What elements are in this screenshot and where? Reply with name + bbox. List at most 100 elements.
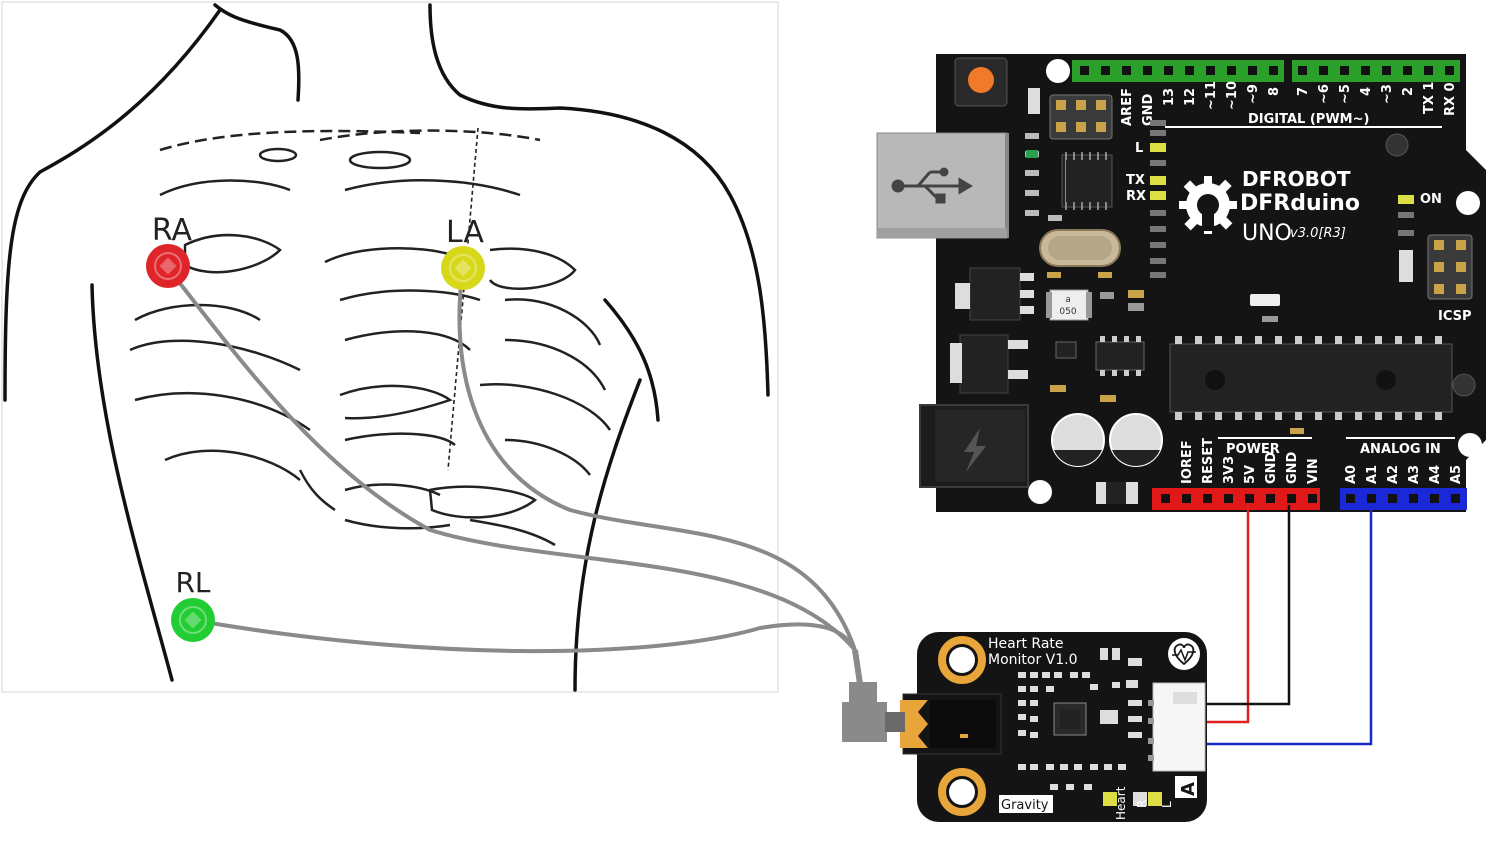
power-section-label: POWER (1226, 442, 1280, 457)
lead-wire-ra (166, 266, 857, 652)
pin-label-a1: A1 (1365, 465, 1380, 484)
electrode-rl-label: RL (175, 566, 210, 599)
digital-header-left (1072, 60, 1284, 82)
sensor-mounting-hole (938, 636, 986, 684)
electrode-ra-label: RA (152, 213, 193, 248)
sensor-title-line2: Monitor V1.0 (988, 652, 1078, 668)
pin-label-aref: AREF (1120, 88, 1135, 126)
analog-section-label: ANALOG IN (1360, 442, 1441, 457)
electrode-rl-pad (171, 598, 215, 642)
sensor-type-marker: A (1178, 782, 1199, 796)
led-r-label: R (1135, 800, 1149, 808)
pin-label-3: ~3 (1380, 84, 1395, 104)
pin-label-10: ~10 (1225, 81, 1240, 110)
electrode-ra: RA (146, 213, 193, 288)
heart-logo-icon (1168, 638, 1200, 670)
electrode-plug (842, 702, 887, 742)
pin-label-2: 2 (1401, 87, 1416, 96)
dfrobot-gear-icon (1179, 176, 1237, 234)
pin-label-13: 13 (1162, 88, 1177, 106)
pin-label-vin: VIN (1306, 458, 1321, 484)
voltage-regulator (969, 267, 1021, 321)
pin-label-reset: RESET (1201, 438, 1216, 484)
mounting-hole (1028, 480, 1052, 504)
electrode-rl: RL (171, 566, 215, 642)
pin-label-5: ~5 (1338, 84, 1353, 104)
led-rx-label: RX (1126, 189, 1146, 204)
wire-5v (1205, 505, 1250, 724)
led-tx-label: TX (1126, 173, 1145, 188)
analog-pin-labels: A0 A1 A2 A3 A4 A5 (1344, 465, 1464, 484)
connection-wires (1205, 505, 1373, 746)
icsp-header (1427, 234, 1473, 300)
mounting-hole (1458, 433, 1482, 457)
variant-name: UNO (1242, 221, 1292, 246)
pin-label-a5: A5 (1449, 465, 1464, 484)
pin-label-gnd: GND (1141, 93, 1156, 126)
pin-label-gnd-1: GND (1264, 451, 1279, 484)
pin-label-9: ~9 (1246, 84, 1261, 104)
lead-wire-plug-stem (852, 649, 863, 685)
wire-gnd (1205, 505, 1291, 706)
pin-label-11: ~11 (1204, 81, 1219, 110)
reset-button-cap (968, 67, 994, 93)
electrode-la-label: LA (446, 215, 484, 250)
pin-label-a0: A0 (1344, 465, 1359, 484)
pin-label-5v: 5V (1243, 465, 1258, 484)
pin-label-a3: A3 (1407, 465, 1422, 484)
digital-pin-labels: AREF GND 13 12 ~11 ~10 ~9 8 7 ~6 ~5 4 ~3… (1120, 81, 1458, 126)
pin-label-gnd-2: GND (1285, 451, 1300, 484)
power-regulator (959, 334, 1009, 394)
pin-label-12: 12 (1183, 88, 1198, 106)
digital-section-label: DIGITAL (PWM~) (1248, 112, 1369, 127)
wire-a1 (1205, 505, 1373, 746)
resonator-marking-1: a (1065, 295, 1071, 305)
model-name: DFRduino (1240, 191, 1360, 216)
usb-icon (891, 167, 973, 204)
board-version: v3.0[R3] (1290, 226, 1346, 241)
pin-label-tx1: TX 1 (1422, 82, 1437, 114)
led-l-label: L (1135, 141, 1143, 156)
jack-contact (900, 700, 928, 748)
power-bolt-icon (964, 428, 986, 472)
capacitors (1051, 413, 1163, 467)
arduino-board: AREF GND 13 12 ~11 ~10 ~9 8 7 ~6 ~5 4 ~3… (876, 54, 1486, 512)
chest-frame (1, 1, 779, 693)
led-l-sensor-label: L (1160, 801, 1174, 808)
power-pin-labels: IOREF RESET 3V3 5V GND GND VIN (1180, 438, 1321, 484)
electrode-ra-pad (146, 244, 190, 288)
electrode-la-pad (441, 246, 485, 290)
lead-wire-la (457, 267, 857, 651)
chest-illustration (1, 1, 779, 693)
sensor-mounting-hole (938, 768, 986, 816)
resonator-marking-2: 050 (1059, 307, 1076, 317)
pin-label-a2: A2 (1386, 465, 1401, 484)
pin-label-ioref: IOREF (1180, 440, 1195, 484)
sensor-title-line1: Heart Rate (988, 636, 1064, 652)
lead-wires (166, 266, 863, 685)
pin-label-3v3: 3V3 (1222, 456, 1237, 484)
status-leds: L TX RX (1126, 141, 1166, 204)
electrode-la: LA (441, 215, 485, 290)
pin-label-a4: A4 (1428, 465, 1443, 484)
mounting-hole (1046, 59, 1070, 83)
sensor-smd-parts (1018, 648, 1142, 790)
heart-rate-sensor: Heart Rate Monitor V1.0 (842, 632, 1207, 822)
pin-label-6: ~6 (1317, 84, 1332, 104)
pin-label-8: 8 (1267, 87, 1282, 96)
led-on-label: ON (1420, 192, 1442, 207)
body-outline (3, 3, 770, 692)
analog-header (1340, 488, 1467, 510)
pin-label-rx0: RX 0 (1443, 82, 1458, 116)
led-heart-label: Heart (1114, 786, 1128, 820)
icsp-label: ICSP (1438, 309, 1472, 324)
gravity-label: Gravity (1001, 798, 1049, 813)
digital-header-pins (1080, 66, 1454, 75)
op-amp-chip (1095, 341, 1145, 371)
pin-label-4: 4 (1359, 87, 1374, 96)
power-header (1152, 488, 1320, 510)
lead-wire-rl (192, 618, 857, 654)
brand-name: DFROBOT (1242, 167, 1351, 191)
digital-header-right (1292, 60, 1460, 82)
